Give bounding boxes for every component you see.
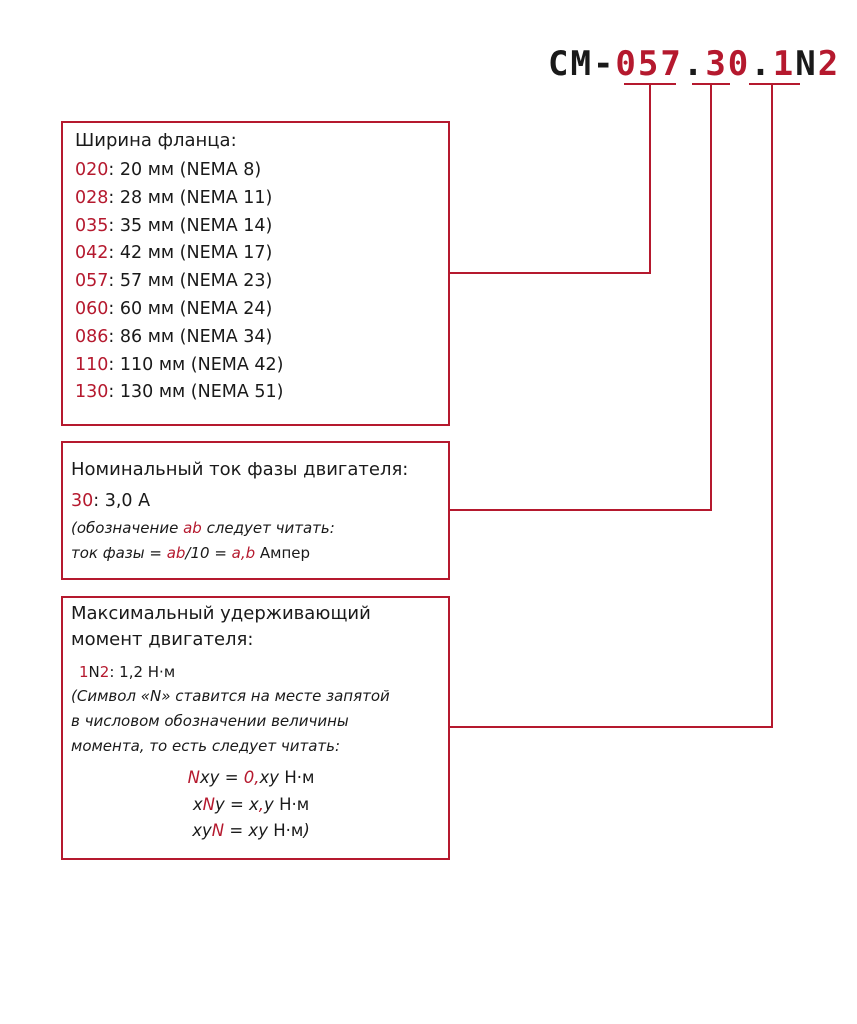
flange-option-code: 086: [75, 326, 109, 347]
flange-title: Ширина фланца:: [75, 130, 237, 151]
formula-n: N: [187, 768, 200, 787]
current-formula-line: ток фазы = ab/10 = a,b Ампер: [71, 541, 448, 566]
code-dot: .: [682, 44, 706, 84]
flange-option-code: 060: [75, 298, 109, 319]
torque-example-desc: : 1,2 Н·м: [109, 663, 176, 681]
connector-flange: [448, 84, 651, 274]
code-current: 30: [705, 44, 751, 84]
product-code: CM-057.30.1N2: [548, 44, 838, 92]
torque-example-digit: 2: [99, 663, 110, 681]
flange-option-desc: : 86 мм (NEMA 34): [108, 326, 273, 347]
note-highlight: ab: [183, 518, 202, 537]
formula-unit: Н·м: [284, 768, 315, 787]
formula-text: = xy: [224, 821, 274, 840]
formula-n: N: [211, 821, 225, 840]
flange-option-desc: : 35 мм (NEMA 14): [108, 215, 273, 236]
note-text: (обозначение: [71, 518, 184, 537]
formula-text: xy: [192, 821, 212, 840]
flange-option-row: 028: 28 мм (NEMA 11): [75, 185, 448, 213]
note-text: ток фазы =: [71, 543, 167, 562]
code-dot: .: [750, 44, 773, 84]
flange-option-desc: : 20 мм (NEMA 8): [108, 160, 262, 180]
code-torque-last: 2: [817, 44, 841, 84]
flange-option-row: 086: 86 мм (NEMA 34): [75, 324, 448, 352]
torque-example-n: N: [88, 663, 100, 681]
flange-option-row: 110: 110 мм (NEMA 42): [75, 352, 448, 380]
formula-unit: Н·м: [273, 821, 304, 840]
flange-list: 020: 20 мм (NEMA 8)028: 28 мм (NEMA 11)0…: [75, 157, 448, 407]
formula-text: y = x: [214, 794, 259, 814]
torque-example-digit: 1: [79, 663, 89, 681]
code-prefix: CM-: [548, 44, 616, 84]
flange-option-desc: : 42 мм (NEMA 17): [108, 243, 273, 264]
flange-option-code: 110: [75, 354, 109, 375]
flange-option-row: 035: 35 мм (NEMA 14): [75, 213, 448, 241]
note-unit: Ампер: [255, 543, 311, 562]
note-highlight: ab: [166, 543, 186, 562]
current-example-code: 30: [71, 491, 94, 511]
torque-title-line: Максимальный удерживающий: [71, 603, 371, 624]
flange-option-code: 028: [75, 187, 109, 208]
flange-option-code: 057: [75, 271, 109, 292]
formula-text: y: [264, 794, 280, 814]
flange-option-row: 060: 60 мм (NEMA 24): [75, 296, 448, 324]
torque-note-line: в числовом обозначении величины: [71, 712, 349, 730]
flange-option-code: 020: [75, 160, 109, 180]
formula-text: xy: [259, 768, 285, 787]
current-note-line: (обозначение ab следует читать:: [71, 516, 448, 541]
current-example-desc: : 3,0 А: [93, 491, 151, 511]
torque-formula-3: xyN = xy Н·м): [71, 818, 431, 845]
formula-unit: Н·м: [279, 794, 310, 814]
flange-width-box: Ширина фланца: 020: 20 мм (NEMA 8)028: 2…: [61, 121, 450, 426]
flange-option-row: 042: 42 мм (NEMA 17): [75, 240, 448, 268]
holding-torque-box: Максимальный удерживающий момент двигате…: [61, 596, 450, 860]
connector-torque: [448, 84, 773, 728]
flange-option-desc: : 130 мм (NEMA 51): [108, 382, 284, 403]
torque-example: 1N2: 1,2 Н·м: [71, 660, 448, 684]
formula-highlight: ,: [258, 794, 265, 814]
torque-formula-1: Nxy = 0,xy Н·м: [71, 765, 431, 792]
flange-option-row: 130: 130 мм (NEMA 51): [75, 379, 448, 407]
flange-option-desc: : 60 мм (NEMA 24): [108, 298, 273, 319]
flange-option-code: 130: [75, 382, 109, 403]
flange-option-row: 057: 57 мм (NEMA 23): [75, 268, 448, 296]
note-highlight: a,b: [231, 543, 256, 562]
flange-option-desc: : 110 мм (NEMA 42): [108, 354, 284, 375]
flange-option-code: 042: [75, 243, 109, 264]
formula-highlight: 0,: [243, 768, 260, 787]
note-text: следует читать:: [201, 518, 335, 537]
current-title: Номинальный ток фазы двигателя:: [71, 459, 409, 480]
current-example: 30: 3,0 А: [71, 488, 448, 516]
flange-option-row: 020: 20 мм (NEMA 8): [75, 157, 448, 185]
formula-text: x: [192, 794, 203, 814]
formula-n: N: [202, 794, 215, 814]
flange-option-desc: : 28 мм (NEMA 11): [108, 187, 273, 208]
code-torque-first: 1: [772, 44, 796, 84]
flange-option-code: 035: [75, 215, 109, 236]
torque-note-line: момента, то есть следует читать:: [71, 737, 341, 755]
torque-note-line: (Символ «N» ставится на месте запятой: [71, 687, 390, 705]
note-text: /10 =: [185, 543, 232, 562]
flange-option-desc: : 57 мм (NEMA 23): [108, 271, 273, 292]
formula-text: ): [303, 821, 310, 840]
phase-current-box: Номинальный ток фазы двигателя: 30: 3,0 …: [61, 441, 450, 580]
connector-current: [448, 84, 712, 511]
torque-formula-2: xNy = x,y Н·м: [71, 792, 431, 819]
torque-title-line: момент двигателя:: [71, 629, 254, 650]
code-torque-n: N: [795, 44, 818, 84]
formula-text: xy =: [199, 768, 244, 787]
code-flange: 057: [615, 44, 683, 84]
